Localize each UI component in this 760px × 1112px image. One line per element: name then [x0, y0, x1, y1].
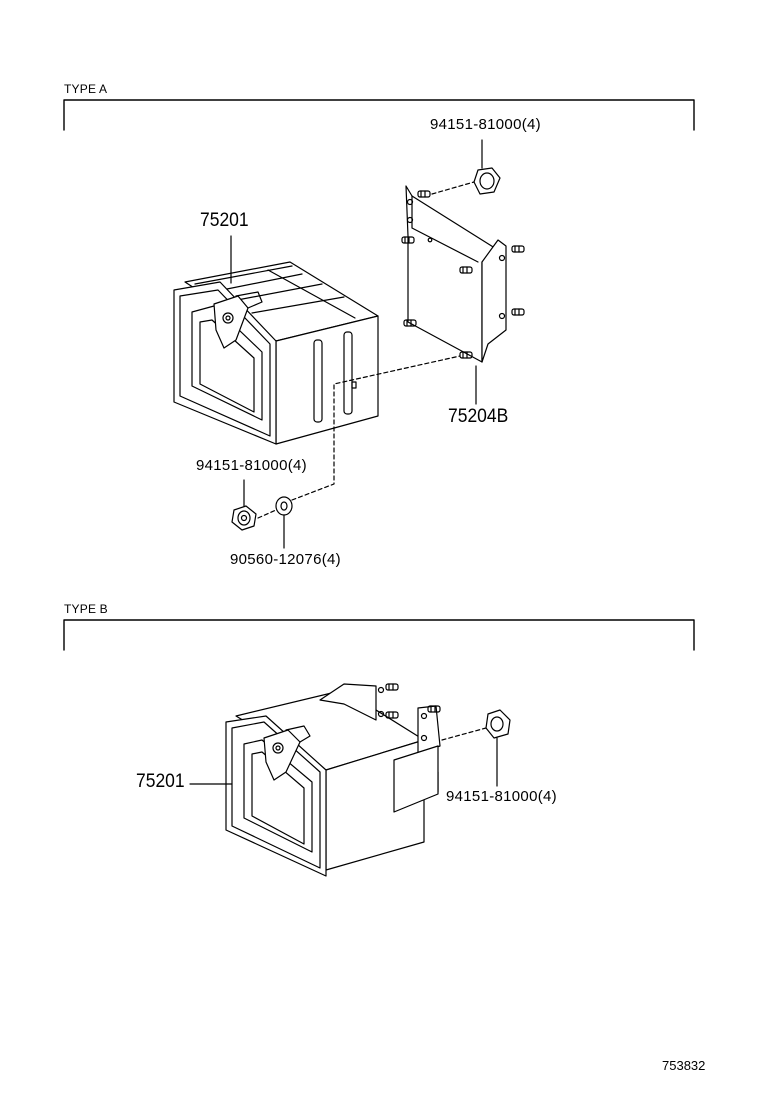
type-b-nut	[485, 709, 511, 739]
type-b-title: TYPE B	[64, 602, 108, 616]
type-b-box-front-frame	[225, 715, 327, 877]
type-b-dash	[441, 727, 487, 741]
type-b-frame	[63, 619, 695, 651]
type-a-dash-mount	[291, 355, 461, 501]
type-a-dash-top	[431, 181, 475, 195]
type-a-washer	[275, 496, 293, 516]
label-type-a-bracket: 75204B	[448, 406, 509, 427]
type-a-nut-left	[231, 505, 257, 531]
type-a-studs	[401, 190, 525, 359]
type-a-dash-washer	[257, 509, 277, 519]
type-a-nut-top	[473, 167, 501, 195]
type-a-box-front-frame	[173, 281, 277, 445]
type-a-bracket	[405, 185, 507, 363]
label-type-a-nut-top: 94151-81000(4)	[430, 116, 541, 133]
label-type-b-box: 75201	[136, 771, 185, 792]
label-type-a-nut-left: 94151-81000(4)	[196, 457, 307, 474]
type-b-box-body	[235, 683, 441, 871]
label-type-a-box: 75201	[200, 210, 249, 231]
type-a-frame	[63, 99, 695, 131]
type-a-title: TYPE A	[64, 82, 108, 96]
label-type-b-nut: 94151-81000(4)	[446, 788, 557, 805]
label-type-a-washer: 90560-12076(4)	[230, 551, 341, 568]
diagram-code: 753832	[662, 1058, 706, 1073]
